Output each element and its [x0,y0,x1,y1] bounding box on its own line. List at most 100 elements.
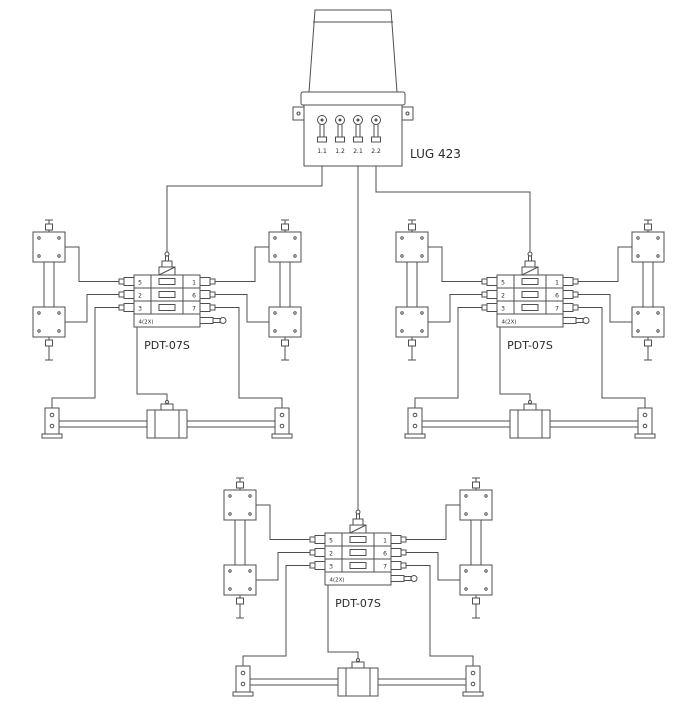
port-fitting [486,290,498,299]
pilot-coil [352,518,364,526]
lug-label: LUG 423 [410,147,461,161]
fitting-tip [309,536,316,543]
valve-port-number: 4(2X) [329,578,344,584]
mounting-bracket [407,407,423,435]
bracket-hole [470,670,476,676]
plate-hole [273,236,277,240]
flange-ear [292,106,305,121]
valve-port-number: 7 [383,564,387,571]
pilot-connector [355,509,361,515]
pilot-stem [356,513,360,520]
plate-hole [57,329,61,333]
hose-line [406,504,460,540]
plate-hole [420,254,424,258]
port-connector-dot [320,118,324,122]
spool [158,291,176,298]
port-fitting [486,277,498,286]
actuator-port-nipple [528,400,532,404]
bracket-hole [49,412,55,418]
ear-hole [296,111,301,116]
hose-line [578,246,632,282]
plate-hole [400,254,404,258]
plate-hole [228,512,232,516]
port-nut [353,136,363,143]
pilot-coil [524,260,536,268]
fitting-tip [481,278,488,285]
plate-hole [636,329,640,333]
pilot-coil [161,260,173,268]
supply-line-left [166,166,323,252]
linear-actuator [404,400,656,439]
mounting-plate [395,231,429,263]
hose-line [215,246,269,282]
plug-end [219,317,227,324]
spool [349,562,367,569]
mounting-plate [268,231,302,263]
plate-cylinder-assembly [631,219,665,361]
flange-ear [401,106,414,121]
spool [521,291,539,298]
valve-label: PDT-07S [507,339,553,352]
fitting-tip [209,291,216,298]
plate-cylinder-assembly [32,219,66,361]
mounting-plate [32,306,66,338]
plate-hole [37,254,41,258]
mounting-bracket [235,665,251,693]
plate-cylinder-assembly [268,219,302,361]
spool [158,304,176,311]
valve-port-number: 5 [501,280,505,287]
mounting-plate [223,564,257,596]
rod-nut [236,481,244,489]
hose-line [578,294,632,323]
plate-hole [636,236,640,240]
plate-hole [37,311,41,315]
fitting-tip [481,304,488,311]
bracket-hole [49,423,55,429]
exhaust-plug-stem [212,318,221,323]
cylinder-body [43,261,55,308]
actuator-body [509,409,551,439]
actuator-body [337,667,379,697]
plate-hole [248,494,252,498]
bracket-hole [412,412,418,418]
port-fitting [562,290,574,299]
valve-port-number: 2 [329,551,333,558]
supply-line-right [375,166,531,252]
valve-label: PDT-07S [335,597,381,610]
plate-hole [273,311,277,315]
cylinder-body [279,261,291,308]
mounting-plate [459,489,493,521]
port-fitting [562,277,574,286]
port-fitting [562,303,574,312]
valve-port-number: 2 [501,293,505,300]
port-fitting [314,561,326,570]
hose-line [578,307,646,408]
fitting-tip [118,291,125,298]
plate-hole [248,569,252,573]
hose-line [65,246,119,282]
spool [521,278,539,285]
plate-hole [656,311,660,315]
valve-port-number: 5 [138,280,142,287]
mounting-plate [631,231,665,263]
port-fitting [486,303,498,312]
port-fitting [390,561,402,570]
plate-hole [57,254,61,258]
rod-nut [472,481,480,489]
fitting-tip [309,549,316,556]
port-label: 2.1 [353,148,363,155]
port-nut [371,136,381,143]
cylinder-body [642,261,654,308]
fitting-tip [400,536,407,543]
valve-port-number: 4(2X) [138,320,153,326]
rod-nut [45,223,53,231]
hose-line [327,585,359,659]
plate-hole [228,494,232,498]
plate-hole [400,236,404,240]
mounting-plate [395,306,429,338]
valve-port-number: 1 [192,280,196,287]
plate-cylinder-assembly [395,219,429,361]
